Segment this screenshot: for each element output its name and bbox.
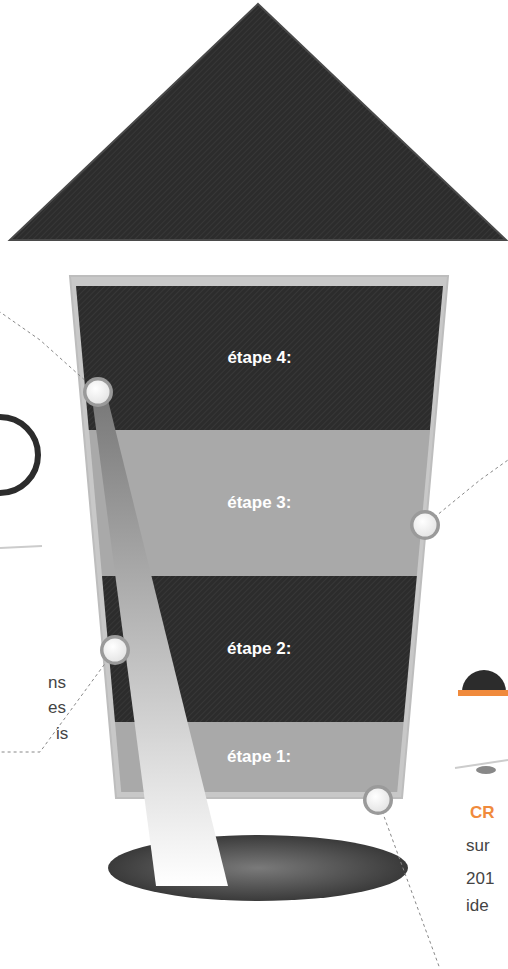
leader-line [425, 460, 508, 525]
icon-cap [462, 670, 506, 692]
separator-line [0, 546, 42, 548]
callout-dot [87, 381, 110, 404]
band-label: étape 1: [227, 747, 291, 767]
icon-ring [0, 417, 38, 493]
callout-ring [83, 377, 113, 407]
callout-ring [100, 635, 130, 665]
callout-dot [367, 789, 390, 812]
callout-ring [363, 785, 393, 815]
arrow-head [10, 4, 506, 240]
text-fragment: ns [48, 673, 66, 693]
callout-ring [410, 510, 440, 540]
arrow-body-outline [70, 276, 448, 798]
text-fragment: is [56, 724, 68, 744]
light-sliver [92, 392, 228, 886]
band-label: étape 3: [227, 493, 291, 513]
text-fragment: es [48, 698, 66, 718]
leader-line [378, 800, 440, 969]
icon-bar [458, 690, 508, 696]
icon-dot [476, 766, 496, 774]
leader-line [0, 650, 115, 752]
callout-dot [104, 639, 127, 662]
text-fragment: 201 [466, 869, 494, 889]
text-fragment: sur [466, 836, 490, 856]
band-label: étape 4: [227, 348, 291, 368]
band-label: étape 2: [227, 639, 291, 659]
text-fragment: ide [466, 896, 489, 916]
floor-shadow [108, 835, 408, 901]
callout-dot [414, 514, 437, 537]
heading-fragment: CR [470, 803, 495, 823]
